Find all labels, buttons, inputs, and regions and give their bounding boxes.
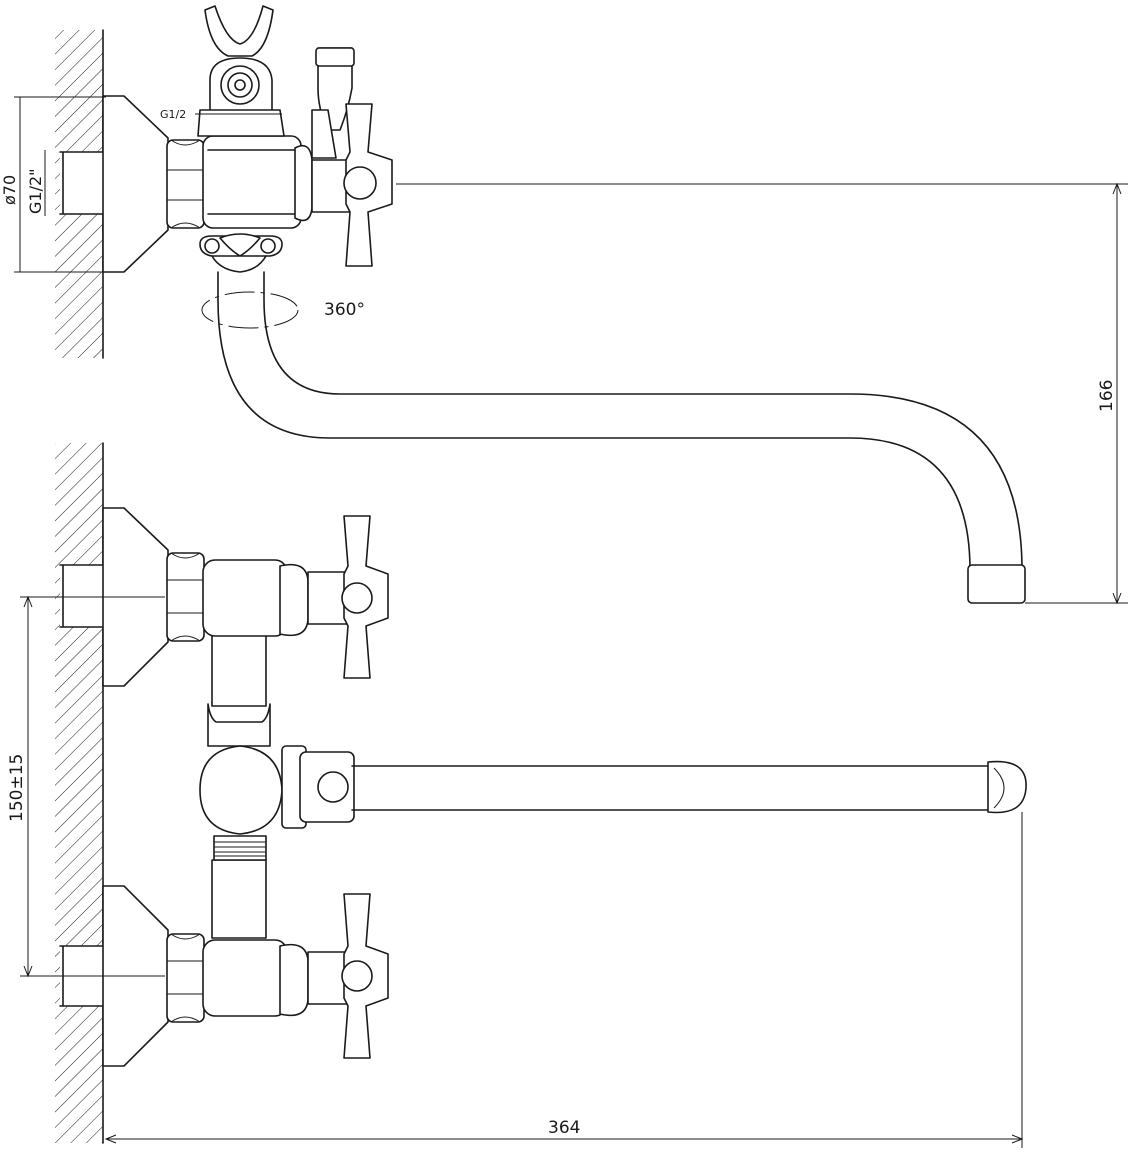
rotation-indicator	[201, 291, 299, 329]
top-view: 360° ø70 G1/2" G1/2 166	[0, 5, 1128, 605]
wall-top	[55, 29, 107, 359]
cross-handle-top	[311, 103, 393, 267]
spout-reach-dimension	[104, 812, 1024, 1148]
spout-height-dimension	[396, 182, 1128, 605]
escutcheon-top	[102, 95, 169, 273]
cross-handle-upper	[307, 515, 389, 679]
spout-top	[217, 271, 1026, 604]
hex-nut-upper	[166, 552, 205, 642]
diverter-center	[199, 703, 355, 861]
rotation-label: 360°	[324, 300, 365, 320]
shower-holder-top	[197, 5, 285, 137]
hex-nut-lower	[166, 933, 205, 1023]
spout-height-label: 166	[1097, 380, 1117, 412]
spout-reach-label: 364	[548, 1118, 580, 1138]
diameter-label: ø70	[0, 175, 19, 205]
shower-thread-label: G1/2	[160, 108, 186, 121]
front-view: 150±15 364	[7, 442, 1027, 1148]
hex-nut-top	[166, 139, 205, 229]
spout-front	[351, 760, 1027, 814]
cross-handle-lower	[307, 893, 389, 1059]
inlet-spacing-dimension	[20, 595, 165, 978]
diameter-dimension	[14, 96, 106, 273]
inlet-spacing-label: 150±15	[7, 754, 27, 822]
wall-front	[55, 442, 107, 1144]
diverter-lever-top	[311, 47, 355, 159]
inlet-thread-label: G1/2"	[26, 168, 45, 214]
